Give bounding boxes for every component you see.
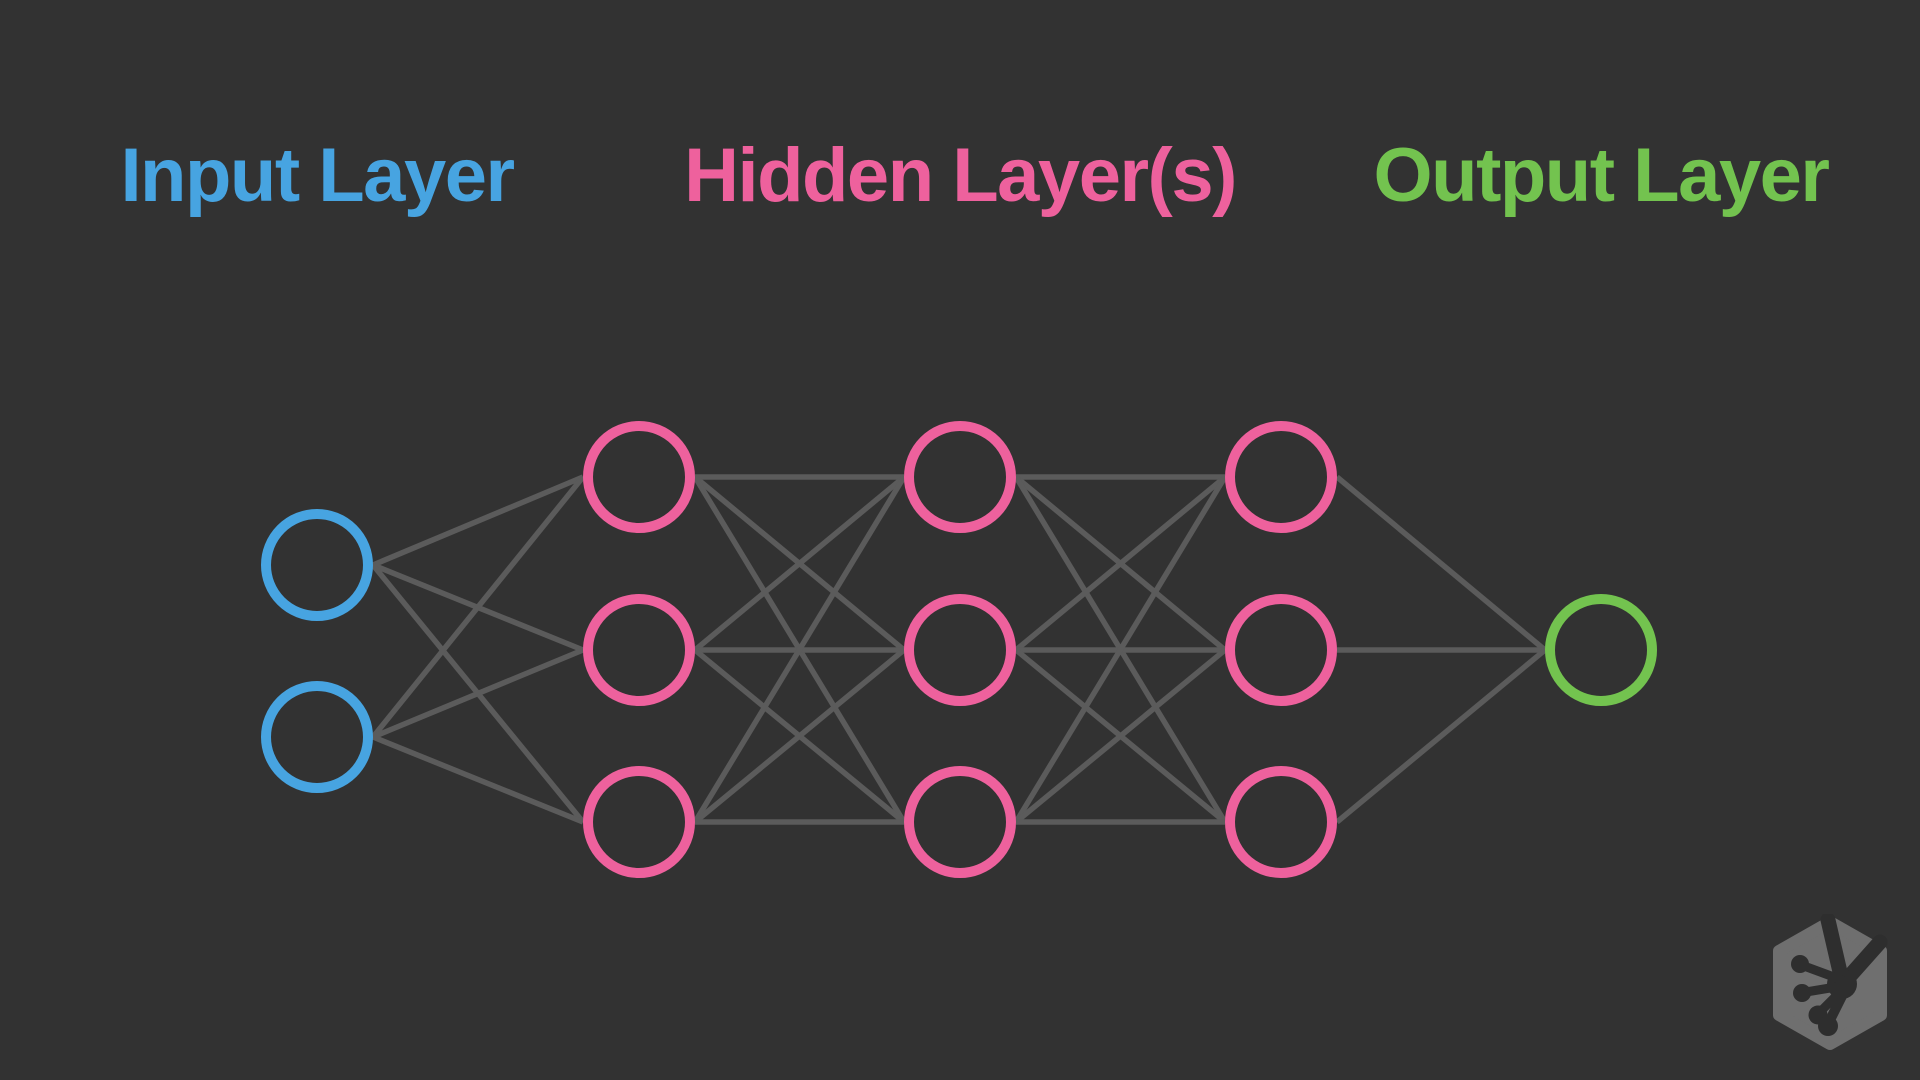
- node-hidden-3-3: [1225, 766, 1337, 878]
- edge-input-1-to-hidden-1-0: [370, 475, 586, 739]
- edge-hidden-1-2-to-hidden-2-0: [692, 475, 907, 824]
- edge-hidden-2-2-to-hidden-3-1: [1014, 647, 1227, 825]
- edge-hidden-3-2-to-output-0: [1335, 647, 1547, 825]
- edge-hidden-3-0-to-output-0: [1335, 474, 1547, 653]
- node-hidden-2-3: [904, 766, 1016, 878]
- label-hidden-layers: Hidden Layer(s): [684, 133, 1237, 218]
- node-hidden-1-1: [583, 421, 695, 533]
- edge-input-1-to-hidden-1-2: [371, 734, 585, 825]
- node-hidden-3-1: [1225, 421, 1337, 533]
- node-hidden-3-2: [1225, 594, 1337, 706]
- node-input-2: [261, 681, 373, 793]
- label-output-layer: Output Layer: [1373, 133, 1830, 218]
- node-hidden-1-3: [583, 766, 695, 878]
- node-hidden-1-2: [583, 594, 695, 706]
- node-hidden-2-2: [904, 594, 1016, 706]
- edge-hidden-1-2-to-hidden-2-1: [693, 647, 906, 825]
- footprint-shape: [1791, 914, 1888, 1036]
- edge-input-0-to-hidden-1-0: [371, 474, 585, 568]
- node-hidden-2-1: [904, 421, 1016, 533]
- edge-hidden-1-1-to-hidden-2-0: [693, 474, 906, 653]
- hexagon-footprint-logo-icon: [1773, 914, 1888, 1050]
- node-output-1: [1545, 594, 1657, 706]
- label-input-layer: Input Layer: [120, 133, 515, 218]
- edge-hidden-2-1-to-hidden-3-0: [1014, 474, 1227, 653]
- node-input-1: [261, 509, 373, 621]
- edge-input-1-to-hidden-1-1: [371, 647, 585, 740]
- edge-hidden-2-2-to-hidden-3-0: [1013, 475, 1228, 824]
